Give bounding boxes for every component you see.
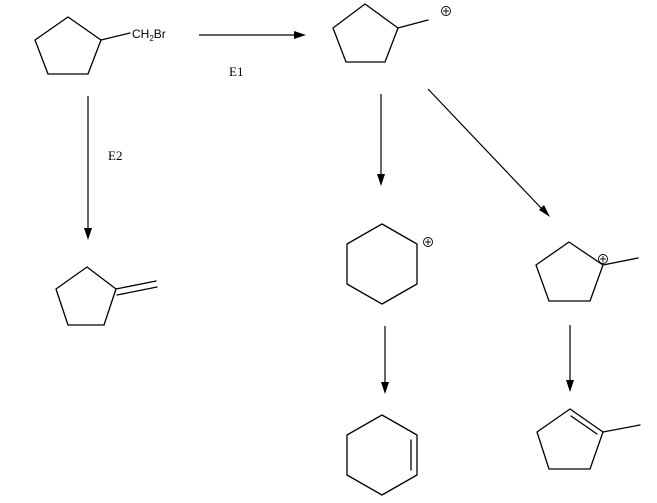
arrow-icon [377, 174, 385, 186]
tertiary-elimination-arrow [566, 325, 574, 392]
e1-arrow [199, 31, 306, 39]
methylcyclopentene-methyl-bond [602, 424, 641, 433]
product-methylcyclopentene [536, 408, 641, 470]
reactant-ch2-bond [100, 32, 131, 41]
cyclohexyl-ring [346, 223, 418, 305]
circled-plus-icon [441, 6, 451, 16]
arrow-icon [84, 228, 92, 240]
primary-carbocation [332, 3, 451, 63]
e2-label: E2 [108, 148, 122, 163]
exocyclic-double-bond-2 [116, 286, 158, 296]
methylcyclopentene-double-bond [570, 415, 598, 435]
arrow-icon [566, 380, 574, 392]
reactant-ch2br-label: CH2Br [132, 27, 166, 43]
tertiary-cation-methyl-bond [602, 257, 639, 266]
tertiary-carbocation [535, 241, 639, 302]
e1-label: E1 [229, 64, 243, 79]
methylene-ring [55, 266, 117, 326]
e2-arrow [84, 96, 92, 240]
primary-cation-ring [332, 3, 399, 63]
methylcyclopentene-ring [536, 408, 604, 470]
arrow-icon [294, 31, 306, 39]
reactant-bromomethylcyclopentane: CH2Br [34, 16, 166, 75]
circled-plus-icon [423, 237, 433, 247]
tertiary-cation-ring [535, 241, 604, 302]
product-methylenecyclopentane [55, 266, 158, 326]
ring-expansion-arrow [377, 94, 385, 186]
cyclohexyl-cation [346, 223, 433, 305]
cyclohexyl-elimination-arrow [381, 326, 389, 394]
circled-plus-icon [598, 254, 608, 264]
arrow-icon [539, 205, 550, 217]
cyclohexene-ring [346, 414, 418, 496]
reactant-cyclopentane-ring [34, 16, 102, 75]
primary-cation-ch2-bond [397, 19, 429, 29]
exocyclic-double-bond-1 [115, 280, 157, 290]
product-cyclohexene [346, 414, 418, 496]
hydride-shift-arrow [427, 88, 550, 217]
arrow-icon [381, 382, 389, 394]
